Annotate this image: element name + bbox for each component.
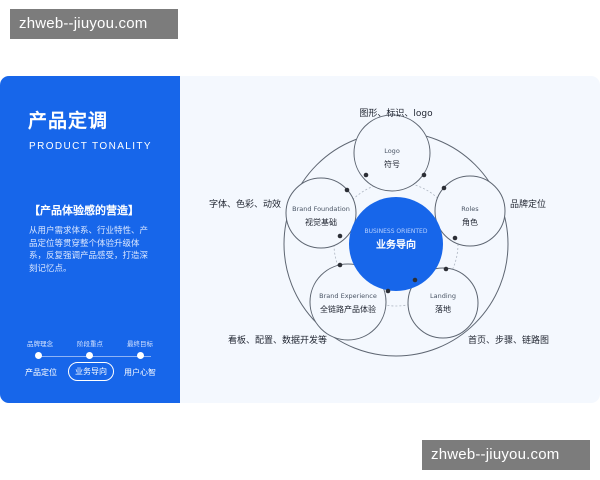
node-en-label: Logo [384, 147, 400, 155]
timeline-top-label: 品牌理念 [27, 340, 53, 348]
node-en-label: Roles [461, 205, 479, 213]
left-panel: 产品定调 PRODUCT TONALITY 【产品体验感的营造】 从用户需求体系… [0, 76, 180, 403]
outer-label-bottom-left: 看板、配置、数据开发等 [228, 334, 327, 346]
node-en-label: Brand Foundation [292, 205, 350, 213]
node-cn-label: 落地 [435, 304, 451, 314]
node-logo [353, 114, 431, 192]
timeline-bottom-label: 用户心智 [124, 368, 156, 377]
outer-label-left: 字体、色彩、动效 [209, 198, 281, 210]
timeline-top-label: 阶段重点 [77, 340, 103, 348]
node-landing [407, 267, 479, 339]
timeline-top-labels: 品牌理念 阶段重点 最终目标 [22, 338, 172, 350]
outer-label-right: 品牌定位 [510, 198, 546, 210]
junction-dot [452, 235, 458, 241]
timeline-dot [137, 352, 144, 359]
panel-body: 从用户需求体系、行业特性、产 品定位等贯穿整个体验升级体 系，反复强调产品感受，… [29, 225, 164, 275]
timeline-dot [86, 352, 93, 359]
outer-label-top: 图形、标识、logo [359, 107, 433, 119]
body-line: 从用户需求体系、行业特性、产 [29, 226, 149, 236]
center-cn-label: 业务导向 [376, 238, 416, 251]
panel-heading: 【产品体验感的营造】 [29, 204, 139, 217]
watermark-bottom: zhweb--jiuyou.com [422, 440, 590, 470]
node-roles [434, 175, 506, 247]
timeline-active-pill: 业务导向 [68, 362, 114, 381]
node-cn-label: 角色 [462, 217, 478, 227]
junction-dot [337, 233, 343, 239]
node-cn-label: 视觉基础 [305, 217, 337, 227]
timeline-line [38, 356, 151, 357]
junction-dot [337, 262, 343, 268]
node-cn-label: 全链路产品体验 [320, 304, 376, 314]
product-tonality-card: 产品定调 PRODUCT TONALITY 【产品体验感的营造】 从用户需求体系… [0, 76, 600, 403]
center-en-label: BUSINESS ORIENTED [365, 228, 428, 235]
junction-dot [421, 172, 427, 178]
body-line: 系，反复强调产品感受，打造深 [29, 251, 149, 261]
junction-dot [385, 288, 391, 294]
junction-dot [363, 172, 369, 178]
node-en-label: Landing [430, 292, 456, 300]
timeline-top-label: 最终目标 [127, 340, 153, 348]
body-line: 刻记忆点。 [29, 263, 72, 274]
junction-dot [441, 185, 447, 191]
panel-title: 产品定调 [28, 110, 109, 132]
diagram-svg: BUSINESS ORIENTED 业务导向 Logo 符号 Roles 角色 … [209, 107, 549, 357]
node-brand-experience [309, 263, 387, 341]
junction-dot [412, 277, 418, 283]
node-cn-label: 符号 [384, 159, 400, 169]
panel-subtitle: PRODUCT TONALITY [29, 141, 152, 152]
timeline-bottom-label: 产品定位 [25, 368, 57, 377]
node-en-label: Brand Experience [319, 292, 377, 300]
brand-diagram: BUSINESS ORIENTED 业务导向 Logo 符号 Roles 角色 … [180, 76, 600, 403]
timeline-dot [35, 352, 42, 359]
junction-dot [344, 187, 350, 193]
node-brand-foundation [285, 177, 357, 249]
outer-label-bottom-right: 首页、步骤、链路图 [468, 334, 549, 346]
center-circle [349, 197, 443, 291]
body-line: 品定位等贯穿整个体验升级体 [29, 238, 140, 249]
junction-dot [443, 266, 449, 272]
watermark-top: zhweb--jiuyou.com [10, 9, 178, 39]
